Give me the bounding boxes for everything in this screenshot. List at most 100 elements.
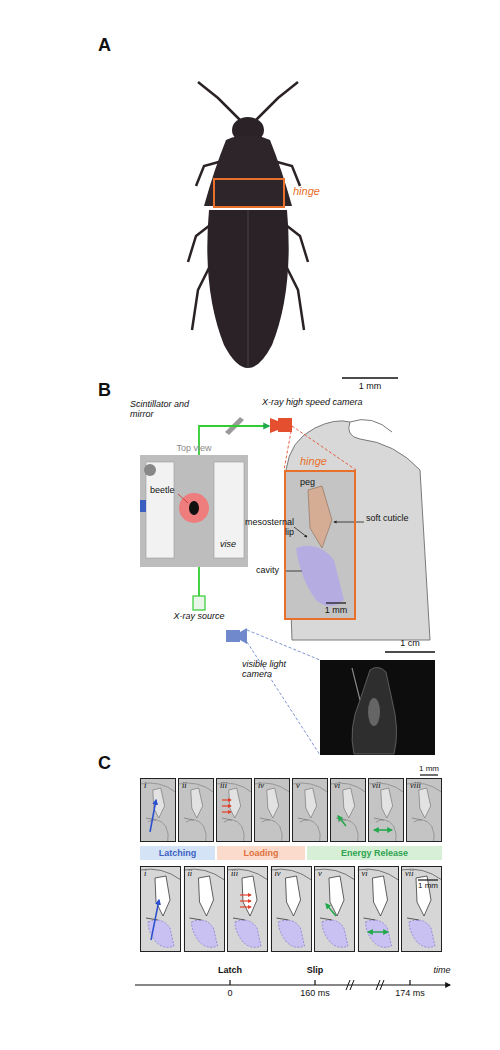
force-arrow bbox=[222, 805, 231, 806]
view-line bbox=[292, 426, 356, 470]
antenna bbox=[256, 82, 298, 120]
motion-arrow bbox=[338, 816, 346, 826]
xray-frame bbox=[254, 778, 290, 842]
motion-arrow bbox=[151, 900, 159, 940]
vise-part bbox=[140, 500, 146, 512]
scale-bar bbox=[420, 774, 438, 775]
scale-label: 1 cm bbox=[400, 639, 420, 649]
antenna bbox=[198, 82, 240, 120]
phase-band: Latching bbox=[140, 846, 215, 860]
leader-line bbox=[286, 571, 302, 572]
image-frame: iii bbox=[216, 778, 252, 842]
device-label: vise bbox=[220, 540, 236, 550]
node-text: iv bbox=[275, 868, 281, 878]
beetle-photo bbox=[352, 667, 397, 754]
part-name: cavity bbox=[256, 566, 279, 576]
node-text: Latching bbox=[140, 846, 215, 860]
xray-frame bbox=[292, 778, 328, 842]
axis-break bbox=[376, 980, 380, 990]
axis-tick bbox=[314, 980, 315, 985]
view-label: Top view bbox=[176, 444, 211, 454]
motion-arrow bbox=[374, 829, 392, 831]
time-label: Slip bbox=[307, 966, 324, 976]
force-arrow bbox=[222, 799, 231, 800]
setup-photo bbox=[140, 455, 248, 567]
node-text: Loading bbox=[217, 846, 305, 860]
part-name: mesosternal lip bbox=[236, 518, 294, 538]
panel-letter: B bbox=[98, 381, 111, 401]
view-line bbox=[247, 630, 320, 660]
beetle-elytra bbox=[207, 210, 288, 368]
panel-letter: A bbox=[98, 36, 111, 56]
image-frame: iv bbox=[271, 866, 312, 952]
node-text: hinge bbox=[300, 455, 327, 467]
time-value: 0 bbox=[227, 989, 232, 999]
node-text: hinge bbox=[293, 185, 320, 197]
setup-illustration bbox=[140, 417, 435, 755]
scale-bar bbox=[385, 651, 435, 653]
hinge-box: hinge bbox=[213, 178, 285, 208]
scale-bar bbox=[418, 879, 438, 880]
light-glow bbox=[179, 493, 209, 523]
node-text: vii bbox=[372, 780, 381, 790]
node-text: vi bbox=[362, 868, 368, 878]
axis-tick bbox=[409, 980, 410, 985]
node-text: i bbox=[144, 868, 146, 878]
image-frame: i bbox=[140, 778, 176, 842]
time-label: Latch bbox=[218, 966, 242, 976]
frame-images bbox=[140, 775, 442, 952]
phase-band: Loading bbox=[217, 846, 305, 860]
cavity-shape bbox=[296, 546, 344, 606]
axis-tick bbox=[229, 980, 230, 985]
scale-label: 1 mm bbox=[419, 765, 439, 774]
hinge-box: hinge bbox=[284, 470, 356, 620]
xray-source bbox=[193, 596, 205, 610]
image-frame: ii bbox=[178, 778, 214, 842]
leader-arrow bbox=[294, 527, 307, 537]
scale-label: 1 mm bbox=[418, 882, 438, 891]
scale-label: 1 mm bbox=[325, 606, 348, 616]
node-text: ii bbox=[188, 868, 193, 878]
schematic-frame bbox=[314, 866, 355, 952]
xray-frame bbox=[406, 778, 442, 842]
image-frame: ii bbox=[184, 866, 225, 952]
schematic-frame bbox=[401, 866, 442, 952]
view-line bbox=[247, 642, 320, 755]
node-text: viii bbox=[410, 780, 421, 790]
device-label: visible light camera bbox=[242, 660, 304, 680]
vise-jaw bbox=[146, 462, 174, 558]
view-line bbox=[284, 426, 292, 470]
vise-jaw bbox=[214, 462, 244, 558]
part-name: peg bbox=[300, 478, 315, 488]
motion-arrow bbox=[150, 800, 156, 832]
node-text: v bbox=[296, 780, 300, 790]
elytra-suture bbox=[248, 210, 249, 367]
node-text: vii bbox=[405, 868, 414, 878]
scale-label: 1 mm bbox=[359, 382, 382, 392]
xray-image bbox=[284, 470, 356, 620]
panel-letter: C bbox=[98, 754, 111, 774]
part-name: soft cuticle bbox=[366, 514, 411, 524]
xray-frame bbox=[368, 778, 404, 842]
force-arrow bbox=[222, 811, 231, 812]
xray-frame bbox=[140, 778, 176, 842]
schematic-frame bbox=[358, 866, 399, 952]
image-frame: iv bbox=[254, 778, 290, 842]
prothorax-outline bbox=[350, 420, 392, 432]
image-frame: i bbox=[140, 866, 181, 952]
node-text: iv bbox=[258, 780, 264, 790]
device-label: X-ray high speed camera bbox=[262, 398, 363, 408]
phase-band: Energy Release bbox=[307, 846, 442, 860]
camera-lens bbox=[240, 628, 247, 644]
time-value: 160 ms bbox=[300, 989, 330, 999]
beetle-pronotum bbox=[204, 135, 292, 206]
image-frame: vi bbox=[358, 866, 399, 952]
device-label: X-ray source bbox=[173, 612, 224, 622]
xray-camera bbox=[278, 418, 292, 432]
image-frame: vii bbox=[401, 866, 442, 952]
video-frame bbox=[320, 660, 435, 755]
schematic-frame bbox=[271, 866, 312, 952]
